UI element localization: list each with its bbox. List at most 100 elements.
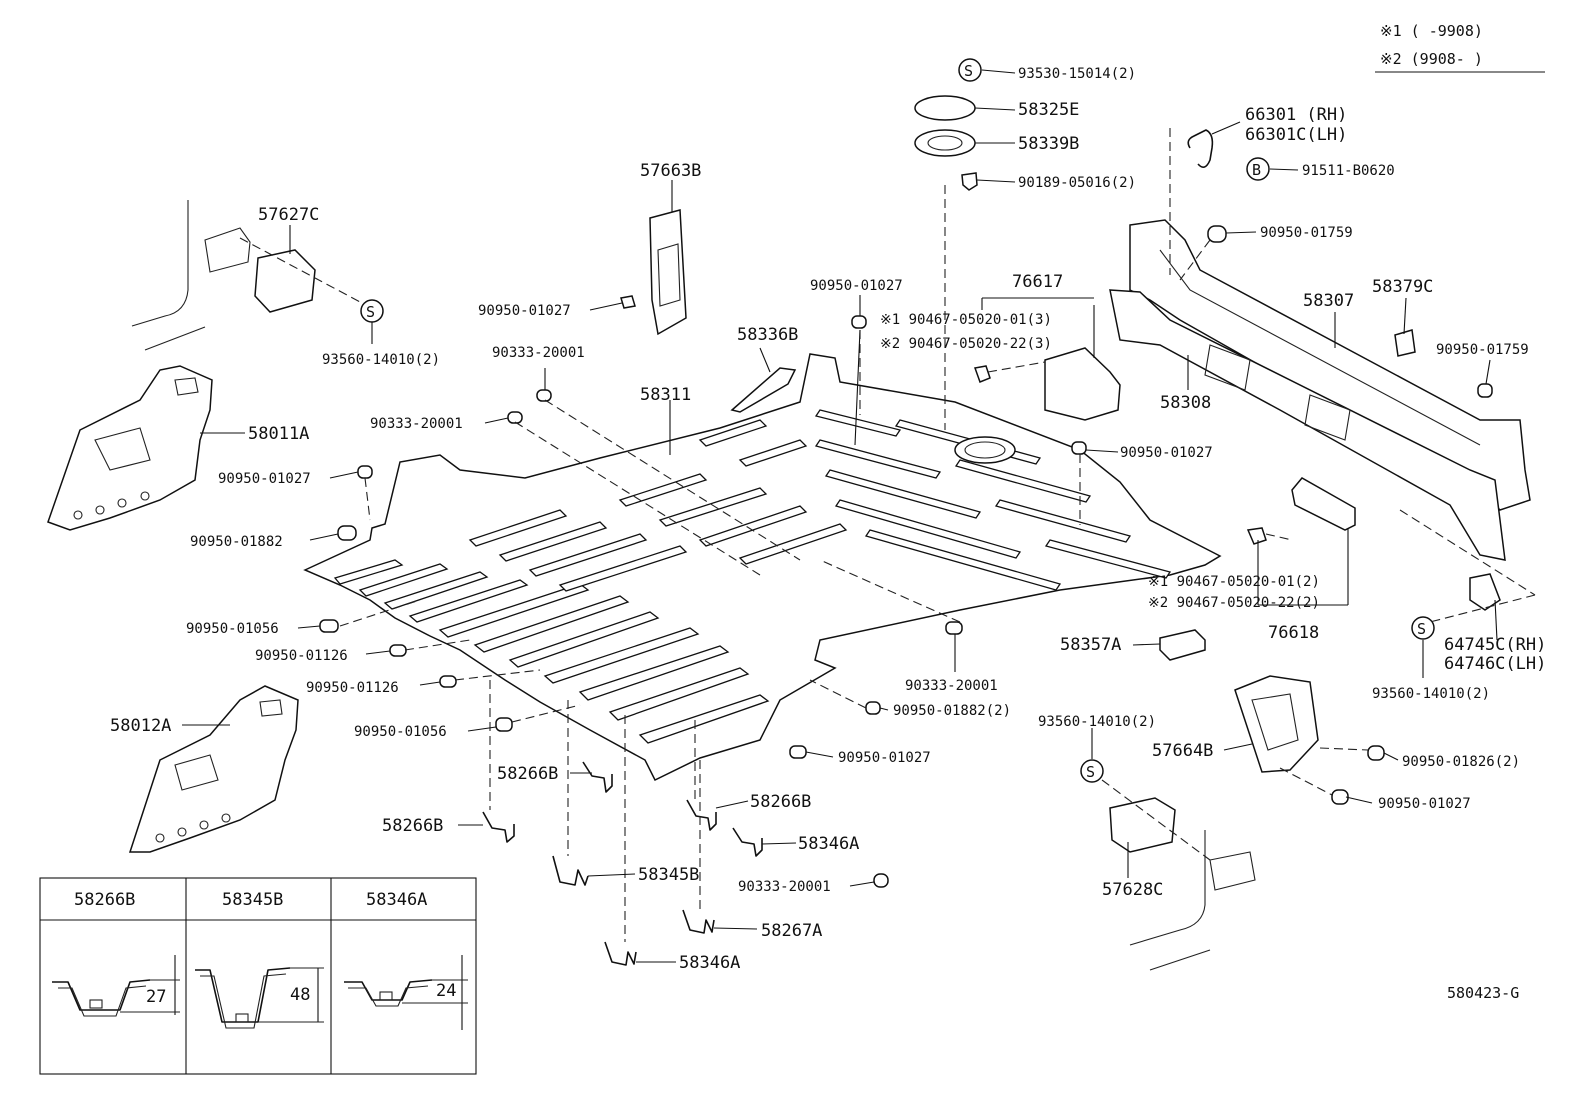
callout-90950-01027-a: 90950-01027 [478, 303, 571, 319]
callout-90467-b1: ※1 90467-05020-01(2) [1148, 574, 1320, 590]
callout-90189-05016: 90189-05016(2) [1018, 175, 1136, 191]
callout-58266B-a: 58266B [497, 764, 558, 784]
grommet-icon [389, 644, 407, 657]
inset-table: 58266B 58345B 58346A 27 48 24 [39, 877, 477, 1075]
clip-58267A [682, 909, 715, 934]
leader-lines [182, 69, 1498, 963]
grommet-icon [789, 745, 807, 759]
diagram-code: 580423-G [1447, 984, 1519, 1002]
inset-border [39, 877, 477, 1075]
callout-64745C-rh: 64745C(RH) [1444, 635, 1546, 655]
callout-90950-01056-b: 90950-01056 [354, 724, 447, 740]
callout-90333-20001-b: 90333-20001 [370, 416, 463, 432]
callout-93560-14010-b: 93560-14010(2) [1372, 686, 1490, 702]
callout-90950-01027-d: 90950-01027 [1120, 445, 1213, 461]
callout-93530-15014: 93530-15014(2) [1018, 66, 1136, 82]
seal-58325E [914, 95, 976, 121]
legend-row-1: ※1 ( -9908) [1380, 22, 1483, 40]
callout-58307: 58307 [1303, 291, 1354, 311]
inset-header-58266B: 58266B [74, 890, 135, 910]
callout-93560-14010-a: 93560-14010(2) [322, 352, 440, 368]
symbols: S B S S S [360, 58, 1435, 783]
s-symbol: S [1417, 620, 1426, 638]
callout-58346A-b: 58346A [679, 953, 740, 973]
callout-64746C-lh: 64746C(LH) [1444, 654, 1546, 674]
callouts: 93530-15014(2) 58325E 58339B 90189-05016… [110, 66, 1546, 973]
plate-58379C [1394, 329, 1416, 357]
callout-58308: 58308 [1160, 393, 1211, 413]
callout-58311: 58311 [640, 385, 691, 405]
plug-90189 [961, 172, 978, 191]
inset-dim-48: 48 [290, 985, 310, 1005]
callout-58336B: 58336B [737, 325, 798, 345]
crossmember-58308 [1109, 289, 1506, 561]
grommet-icon [1071, 441, 1087, 455]
callout-90950-01027-e: 90950-01027 [1378, 796, 1471, 812]
s-symbol: S [366, 303, 375, 321]
grommets [319, 225, 1493, 888]
callout-57663B: 57663B [640, 161, 701, 181]
b-symbol: B [1252, 161, 1261, 179]
grommet-icon [865, 701, 881, 715]
callout-66301-rh: 66301 (RH) [1245, 105, 1347, 125]
dashed-lines [239, 128, 1536, 942]
callout-90333-20001-c: 90333-20001 [905, 678, 998, 694]
cover-57628C [1109, 797, 1256, 891]
callout-57628C: 57628C [1102, 880, 1163, 900]
s-symbol: S [964, 62, 973, 80]
grommet-icon [851, 315, 867, 329]
callout-90950-01759-a: 90950-01759 [1260, 225, 1353, 241]
hook-66301 [1187, 129, 1214, 168]
callout-90950-01126-a: 90950-01126 [255, 648, 348, 664]
callout-93560-14010-c: 93560-14010(2) [1038, 714, 1156, 730]
inset-dim-24: 24 [436, 981, 456, 1001]
legend: ※1 ( -9908) ※2 (9908- ) [1375, 22, 1545, 73]
callout-90333-20001-a: 90333-20001 [492, 345, 585, 361]
bracket-57663B [649, 209, 687, 336]
inset-header-58345B: 58345B [222, 890, 283, 910]
callout-91511-b0620: 91511-B0620 [1302, 163, 1395, 179]
callout-90467-b2: ※2 90467-05020-22(2) [1148, 595, 1320, 611]
seal-58339B [914, 129, 976, 157]
profile-58346A [344, 979, 433, 1001]
s-circle-icon [1411, 616, 1435, 640]
grommet-icon [1207, 225, 1227, 243]
callout-90950-01882-a: 90950-01882 [190, 534, 283, 550]
profile-58266B [52, 979, 151, 1011]
clip-58266B-b [482, 811, 515, 843]
callout-58345B: 58345B [638, 865, 699, 885]
cover-76618 [1291, 477, 1356, 531]
callout-90950-01826: 90950-01826(2) [1402, 754, 1520, 770]
bracket-58012A [128, 685, 299, 853]
bracket-57664B [1234, 675, 1319, 773]
callout-90467-a1: ※1 90467-05020-01(3) [880, 312, 1052, 328]
clip-58346A-a [732, 827, 763, 857]
callout-57627C: 57627C [258, 205, 319, 225]
grommet-icon [873, 873, 889, 888]
clip-58266B-c [686, 799, 717, 831]
callout-76617: 76617 [1012, 272, 1063, 292]
s-circle-icon [1080, 759, 1104, 783]
brace-58336B [730, 367, 797, 413]
callout-58266B-b: 58266B [382, 816, 443, 836]
callout-57664B: 57664B [1152, 741, 1213, 761]
grommet-icon [337, 525, 357, 541]
grommet-icon [357, 465, 373, 479]
callout-76618: 76618 [1268, 623, 1319, 643]
callout-90950-01027-f: 90950-01027 [838, 750, 931, 766]
clip-58266B-a [582, 761, 613, 793]
crossmember-58307 [1129, 219, 1531, 511]
s-symbol: S [1086, 763, 1095, 781]
callout-58339B: 58339B [1018, 134, 1079, 154]
grommet-icon [536, 389, 552, 402]
callout-90333-20001-d: 90333-20001 [738, 879, 831, 895]
s-circle-icon [958, 58, 982, 82]
cover-57627C [204, 227, 316, 313]
grommet-icon [1477, 383, 1493, 398]
clip-58345B [552, 855, 589, 886]
callout-58012A: 58012A [110, 716, 171, 736]
body-outline [131, 200, 1211, 971]
grommet-icon [507, 411, 523, 424]
grommet-icon [319, 619, 339, 633]
